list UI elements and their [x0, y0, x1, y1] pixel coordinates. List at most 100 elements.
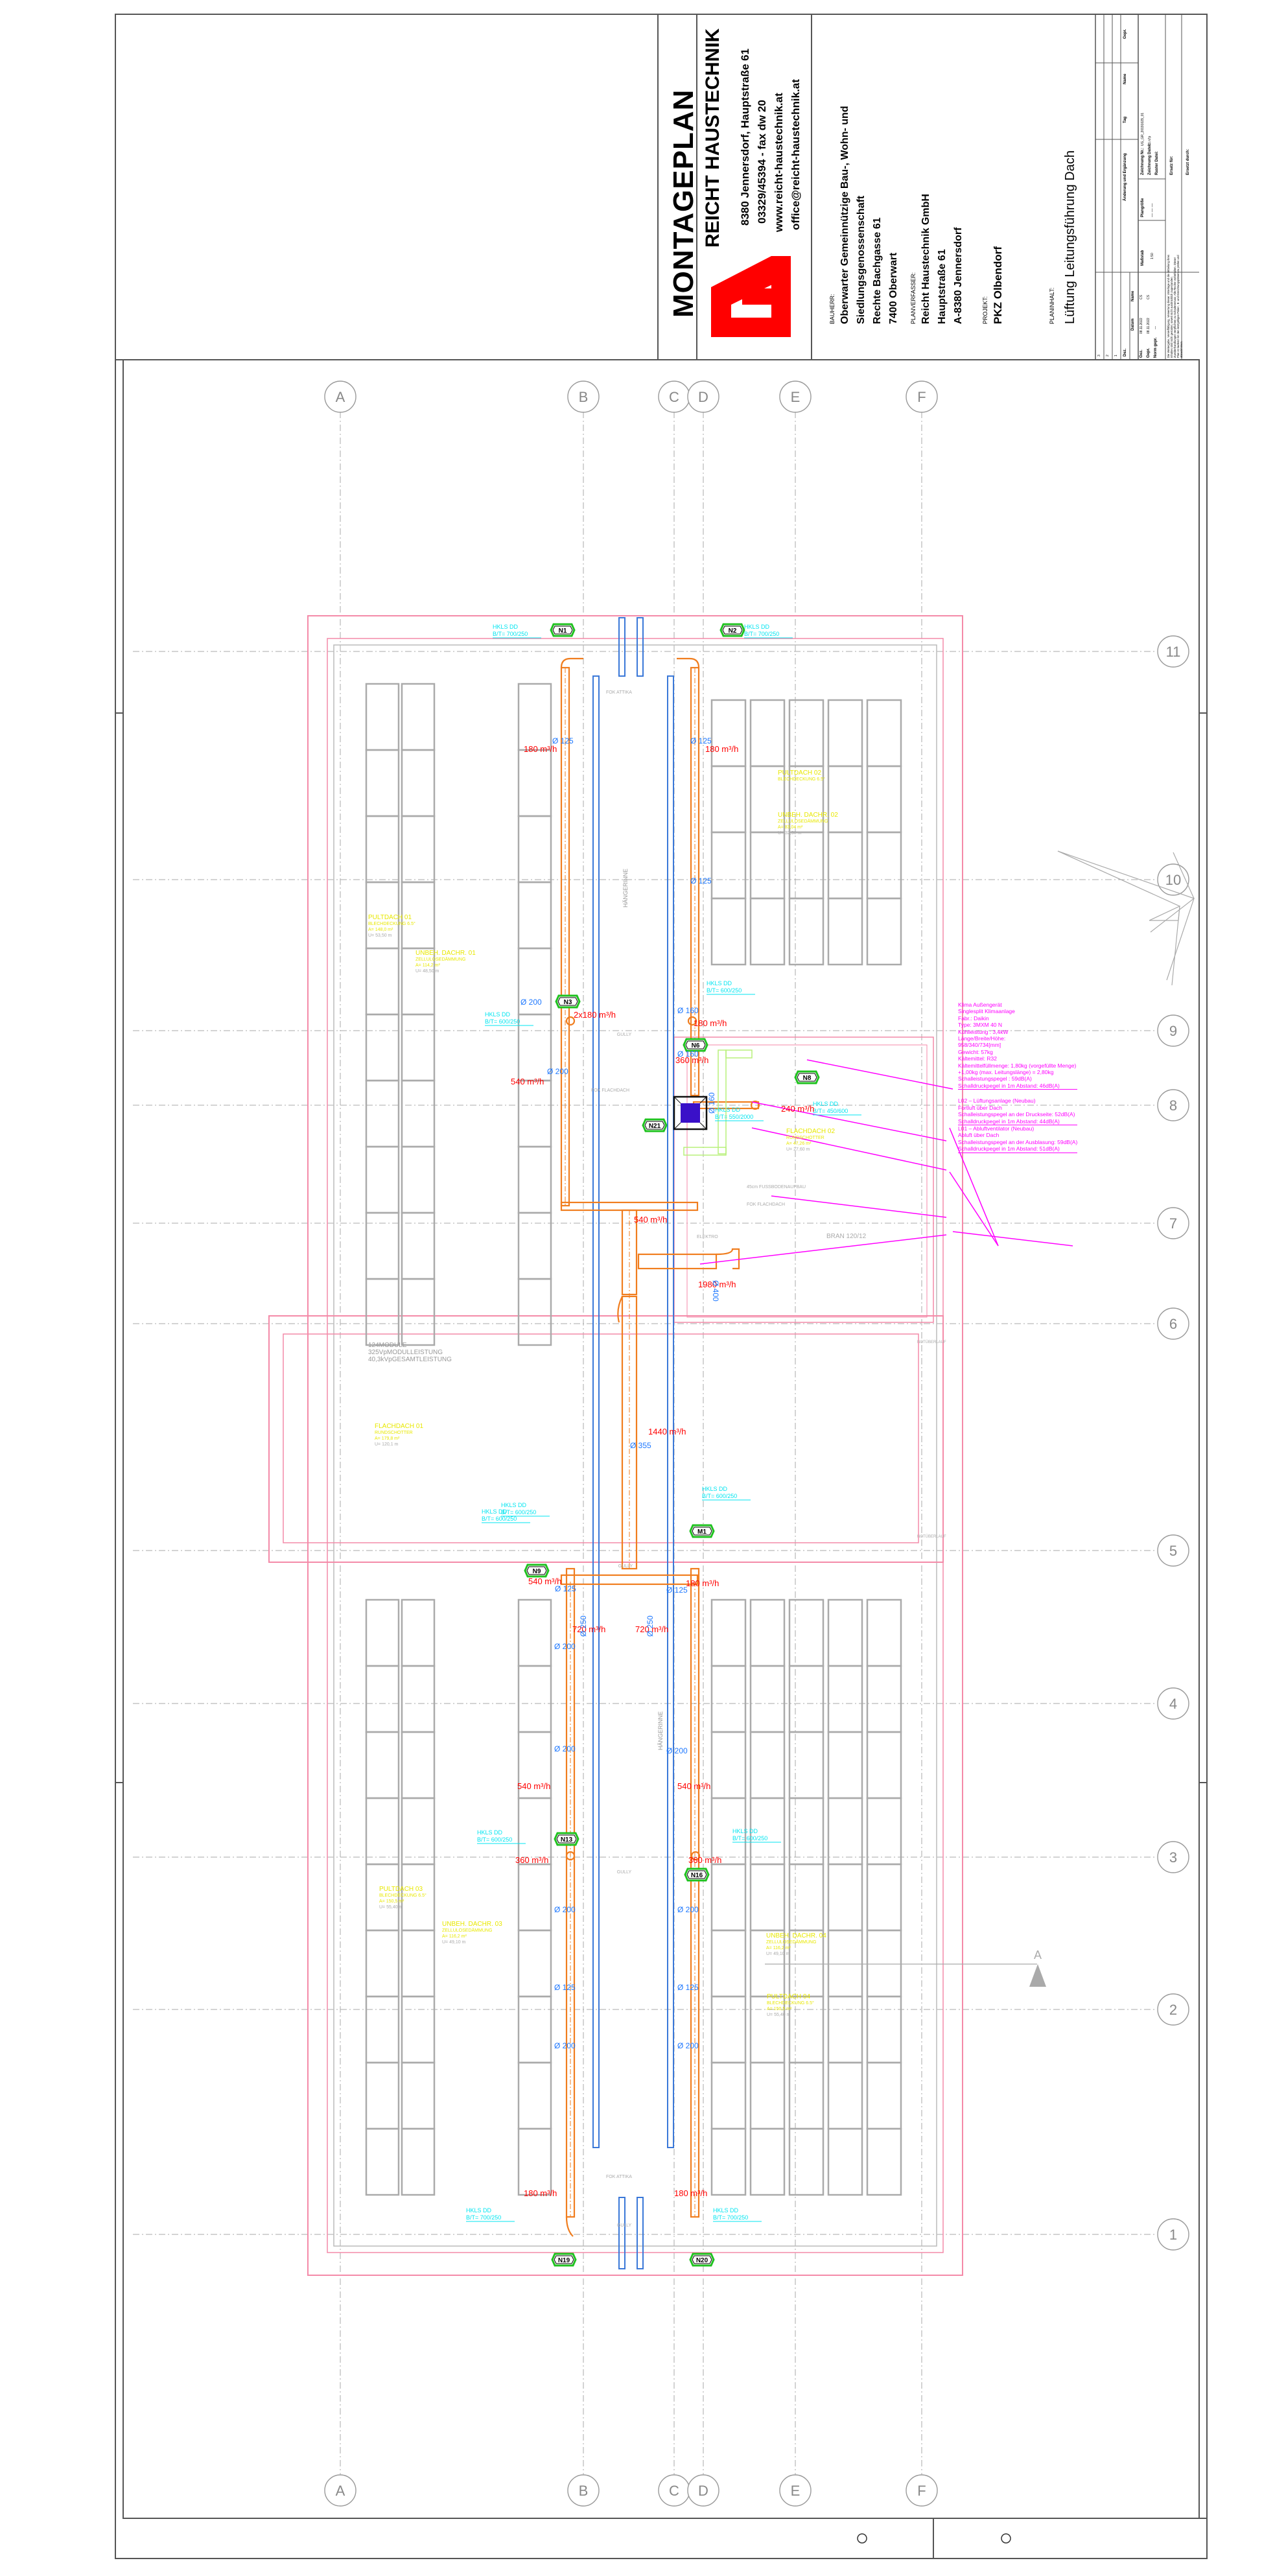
roof-area-perimeter: U= 55,40 m [379, 1905, 403, 1910]
equipment-tag-n6: N6 [683, 1038, 708, 1052]
solar-panel [365, 1731, 400, 1799]
roof-area-perimeter: U= 32,50 m [778, 831, 802, 836]
solar-panel [517, 2061, 552, 2130]
grid-label-1: 1 [1169, 2227, 1177, 2243]
gully-label: GULLY [617, 1870, 632, 1875]
equipment-spec-line: Kältemittel: R32 [958, 1055, 997, 1062]
airflow-label: 1980 m³/h [698, 1280, 736, 1289]
grid-bubble-B [567, 2474, 600, 2507]
grid-label-F: F [917, 2483, 926, 2499]
solar-panel [401, 1145, 436, 1214]
disclaimer-text: Die Weitergabe, Vervielfältigung, Verwer… [1167, 254, 1184, 358]
company-address: 8380 Jennersdorf, Hauptstraße 61 [739, 48, 751, 226]
airflow-label: 180 m³/h [524, 2188, 557, 2198]
solar-panel [517, 749, 552, 817]
roof-area-type: ZELLULOSEDÄMMUNG [778, 819, 828, 824]
grid-label-7: 7 [1169, 1215, 1177, 1232]
solar-panel [517, 1863, 552, 1932]
solar-panel [365, 2127, 400, 2196]
grid-bubble-B [567, 381, 600, 413]
roof-area-perimeter: U= 55,40 m [767, 2013, 791, 2017]
diameter-label: Ø 200 [547, 1067, 568, 1076]
tag-badge-inner [692, 1527, 712, 1536]
solar-panel [401, 1731, 436, 1799]
company-phone: 03329/45394 - fax dw 20 [756, 100, 768, 224]
roof-area-type: RUNDSCHOTTER [375, 1431, 413, 1435]
airflow-label: 720 m³/h [572, 1624, 605, 1634]
bauherr-line: Oberwarter Gemeinnützige Bau-, Wohn- und [839, 106, 850, 324]
equipment-spec-line: Abluft über Dach [958, 1132, 1000, 1139]
equipment-tag-n9: N9 [524, 1563, 550, 1578]
pv-module-note: 124MODULE [368, 1342, 407, 1349]
equipment-spec-block: L02 – Lüftungsanlage (Neubau)Fortluft üb… [958, 1097, 1078, 1125]
roof-area-perimeter: U= 49,10 m [766, 1952, 790, 1956]
solar-panel [365, 815, 400, 884]
roof-area-name: UNBEH. DACHR. 04 [766, 1932, 826, 1939]
tag-badge [555, 994, 581, 1009]
roof-area-type: ZELLULOSEDÄMMUNG [415, 957, 465, 962]
equipment-spec-line: Schalldruckpegel in 1m Abstand: 46dB(A) [958, 1083, 1078, 1090]
tag-label: M1 [697, 1528, 707, 1536]
title-block [657, 14, 1199, 360]
equipment-tag-n8: N8 [794, 1070, 820, 1084]
solar-panel [401, 1079, 436, 1148]
level-marker-label: FOK ATTIKA [606, 690, 632, 695]
level-marker-label: FOK FLACHDACH [591, 1088, 629, 1093]
meta-row-label: Gepr. [1147, 347, 1151, 358]
revision-row-index: 1 [1114, 355, 1118, 357]
airflow-label: 720 m³/h [635, 1624, 668, 1634]
solar-panel [827, 765, 863, 834]
duct-spec-title: HKLS DD [485, 1011, 511, 1018]
grid-label-6: 6 [1169, 1316, 1177, 1332]
gully-label: GULLY [617, 1033, 632, 1037]
grid-bubble-1 [1157, 2218, 1189, 2251]
roof-area-perimeter: U= 53,50 m [368, 933, 392, 938]
grid-label-3: 3 [1169, 1849, 1177, 1866]
roof-area-name: PULTDACH 01 [368, 914, 412, 921]
grid-label-A: A [336, 2483, 345, 2499]
equipment-tag-m1: M1 [689, 1524, 715, 1538]
solar-panel [866, 2127, 902, 2196]
tag-badge-inner [526, 1566, 547, 1575]
grid-label-5: 5 [1169, 1543, 1177, 1559]
tag-badge [554, 1832, 579, 1846]
solar-panel [401, 683, 436, 751]
binding-hole-icon [1001, 2533, 1011, 2544]
solar-panel [827, 831, 863, 900]
solar-panel [365, 1013, 400, 1082]
tag-badge-inner [557, 997, 578, 1006]
solar-panel [788, 831, 824, 900]
diameter-label: Ø 125 [666, 1586, 688, 1595]
tag-badge [684, 1868, 710, 1882]
tag-badge [719, 623, 745, 637]
airflow-label: 240 m³/h [781, 1104, 814, 1114]
roof-area-type: RUNDSCHOTTER [786, 1136, 824, 1140]
duct-spec-size: B/T= 600/250 [477, 1836, 512, 1843]
diameter-label: Ø 200 [554, 1642, 576, 1651]
roof-area-name: PULTDACH 04 [767, 1993, 810, 2000]
airflow-label: 360 m³/h [675, 1055, 708, 1065]
solar-panel [866, 1598, 902, 1667]
scale-value: 1:50 [1151, 253, 1154, 259]
grid-label-B: B [579, 2483, 589, 2499]
airflow-label: 540 m³/h [634, 1215, 667, 1224]
duct-spec-size: B/T= 700/250 [466, 2214, 501, 2221]
equipment-spec-line: Singlesplit Klimaanlage [958, 1008, 1015, 1015]
airflow-label: 2x180 m³/h [574, 1010, 616, 1020]
equipment-spec-line: Länge/Breite/Höhe: [958, 1035, 1006, 1042]
equipment-tag-n20: N20 [689, 2253, 715, 2267]
planverfasser-line: A-8380 Jennersdorf [953, 227, 964, 324]
grid-label-F: F [917, 389, 926, 405]
equipment-spec-line: L01 – Abluftventilator (Neubau) [958, 1125, 1035, 1132]
solar-panel [517, 1995, 552, 2064]
grid-bubble-E [779, 2474, 812, 2507]
solar-panel [365, 1079, 400, 1148]
ac-outdoor-unit [673, 1095, 708, 1130]
